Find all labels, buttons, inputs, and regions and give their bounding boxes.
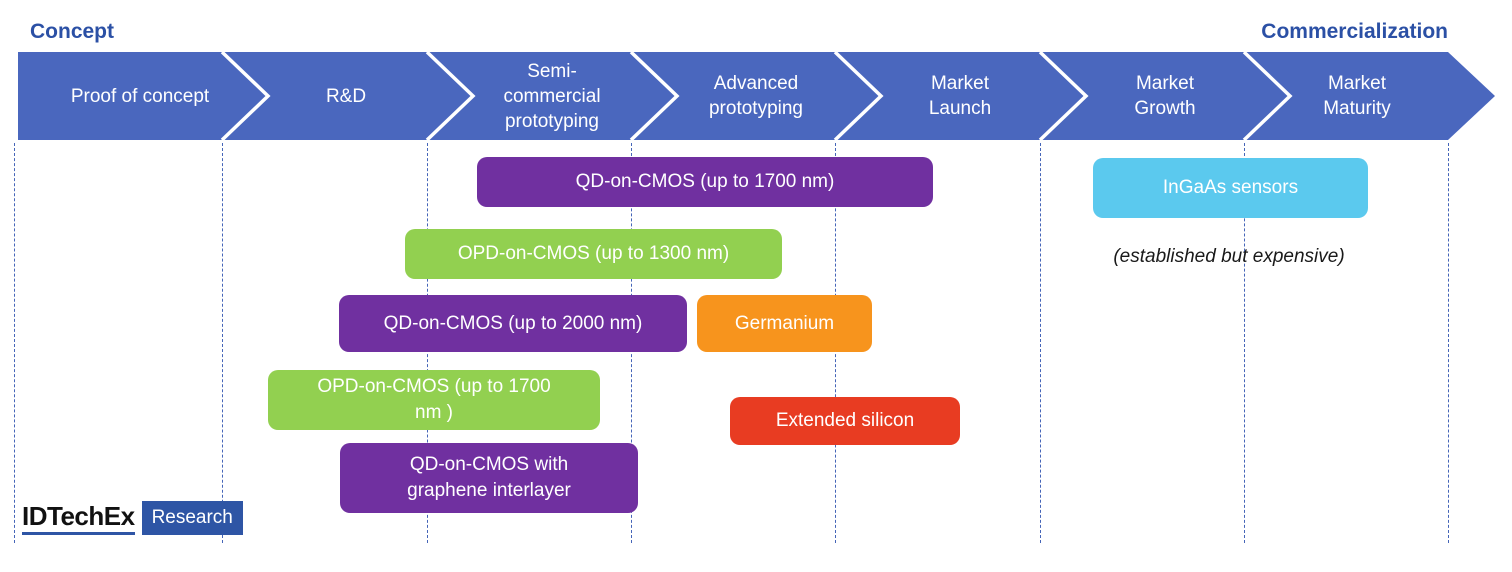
tech-box-qd-on-cmos-2000: QD-on-CMOS (up to 2000 nm)	[339, 295, 687, 352]
concept-heading: Concept	[30, 20, 114, 43]
logo-division-badge: Research	[141, 501, 243, 535]
stage-label-semi-commercial-prototyping: Semi- commercial prototyping	[503, 60, 601, 132]
logo-brand-text: IDTechEx	[22, 501, 135, 535]
tech-box-opd-on-cmos-1300: OPD-on-CMOS (up to 1300 nm)	[405, 229, 782, 279]
stage-label-proof-of-concept: Proof of concept	[70, 85, 210, 107]
stage-label-rd: R&D	[325, 85, 367, 107]
chevron-separator-icon	[1038, 52, 1089, 140]
chevron-separator-icon	[425, 52, 476, 140]
stage-label-market-maturity: Market Maturity	[1323, 73, 1391, 119]
chevron-separator-icon	[220, 52, 271, 140]
idtechex-logo: IDTechEx Research	[22, 501, 243, 535]
tech-box-extended-silicon: Extended silicon	[730, 397, 960, 445]
stage-label-market-launch: Market Launch	[928, 73, 992, 119]
tech-box-qd-on-cmos-graphene: QD-on-CMOS with graphene interlayer	[340, 443, 638, 513]
tech-box-opd-on-cmos-1700: OPD-on-CMOS (up to 1700 nm )	[268, 370, 600, 430]
stage-divider-line	[1448, 143, 1449, 543]
stage-divider-line	[1244, 143, 1245, 543]
commercialization-heading: Commercialization	[1261, 20, 1448, 43]
stage-label-advanced-prototyping: Advanced prototyping	[708, 73, 803, 119]
stage-divider-line	[1040, 143, 1041, 543]
chevron-separator-icon	[629, 52, 680, 140]
ingaas-annotation: (established but expensive)	[1113, 246, 1345, 267]
banner-arrow-graphic	[18, 52, 1495, 140]
chevron-separator-icon	[1242, 52, 1293, 140]
tech-box-qd-on-cmos-1700: QD-on-CMOS (up to 1700 nm)	[477, 157, 933, 207]
arrow-body-shape	[18, 52, 1495, 140]
tech-box-ingaas-sensors: InGaAs sensors	[1093, 158, 1368, 218]
stage-divider-line	[222, 143, 223, 543]
stage-label-market-growth: Market Growth	[1134, 73, 1196, 119]
tech-box-germanium: Germanium	[697, 295, 872, 352]
stage-arrow-banner: Proof of concept R&D Semi- commercial pr…	[18, 52, 1512, 140]
chevron-separator-icon	[833, 52, 884, 140]
stage-divider-line	[14, 143, 15, 543]
